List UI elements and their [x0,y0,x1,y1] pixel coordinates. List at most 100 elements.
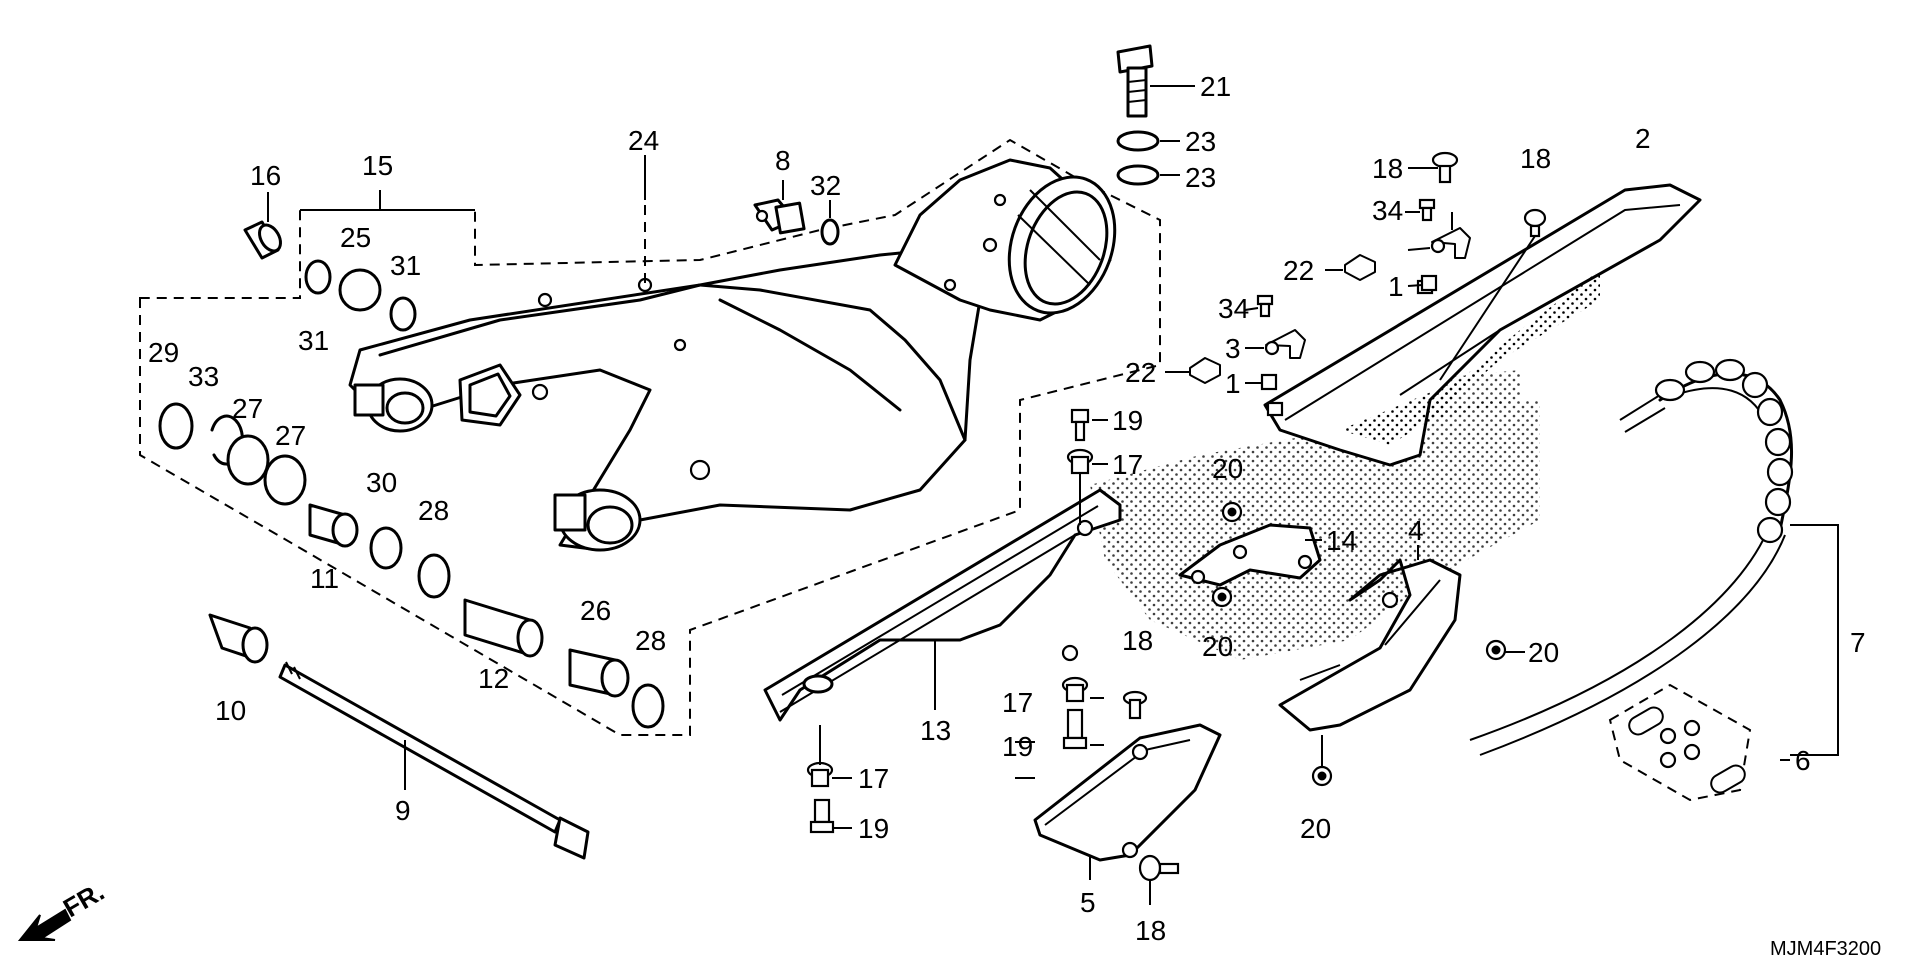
collar-12[interactable] [463,598,544,658]
callout-31b[interactable]: 31 [298,325,329,356]
seal-29[interactable] [158,402,194,450]
nut-22a[interactable] [1344,254,1376,281]
bolt-34b[interactable] [1256,294,1274,318]
callout-34b[interactable]: 34 [1218,293,1249,324]
seal-30[interactable] [369,526,403,570]
callout-9[interactable]: 9 [395,795,411,826]
bearing-27b[interactable] [263,454,307,506]
bolt-20d[interactable] [1311,765,1333,787]
callout-22a[interactable]: 22 [1283,255,1314,286]
chain-slider-13[interactable] [763,488,1122,722]
collar-16[interactable] [243,220,285,260]
callout-30[interactable]: 30 [366,467,397,498]
callout-8[interactable]: 8 [775,145,791,176]
bolt-19a[interactable] [1070,408,1090,442]
callout-21[interactable]: 21 [1200,71,1231,102]
callout-22b[interactable]: 22 [1125,357,1156,388]
callout-34a[interactable]: 34 [1372,195,1403,226]
nut-22b[interactable] [1189,357,1221,384]
callout-28a[interactable]: 28 [418,495,449,526]
callout-27a[interactable]: 27 [232,393,263,424]
callout-18a[interactable]: 18 [1372,153,1403,184]
clip-3b[interactable] [1264,329,1306,359]
bolt-19b[interactable] [1062,708,1088,750]
sprocket-cover-5[interactable] [1033,723,1222,862]
seal-31b[interactable] [389,296,417,332]
callout-17c[interactable]: 17 [858,763,889,794]
callout-16[interactable]: 16 [250,160,281,191]
pivot-shaft-9[interactable] [278,661,590,860]
callout-6[interactable]: 6 [1795,745,1811,776]
callout-31a[interactable]: 31 [390,250,421,281]
bolt-21[interactable] [1116,44,1154,118]
callout-10[interactable]: 10 [215,695,246,726]
bolt-18d[interactable] [1138,854,1180,882]
callout-20d[interactable]: 20 [1300,813,1331,844]
bracket-14[interactable] [1178,523,1322,587]
drive-chain-7[interactable] [1469,358,1794,756]
callout-13[interactable]: 13 [920,715,951,746]
rear-fender-2[interactable] [1263,183,1702,467]
collar-11[interactable] [308,503,359,548]
callout-17b[interactable]: 17 [1002,687,1033,718]
bolt-20a[interactable] [1221,501,1243,523]
bolt-18b[interactable] [1523,208,1547,238]
bolt-34a[interactable] [1418,198,1436,222]
callout-1b[interactable]: 1 [1225,368,1241,399]
washer-23a[interactable] [1116,130,1160,152]
bolt-18a[interactable] [1431,151,1459,184]
callout-1a[interactable]: 1 [1388,271,1404,302]
callout-2[interactable]: 2 [1635,123,1651,154]
callout-18d[interactable]: 18 [1135,915,1166,946]
seal-31a[interactable] [304,259,332,295]
callout-19b[interactable]: 19 [1002,731,1033,762]
o-ring-32[interactable] [820,218,840,246]
callout-3b[interactable]: 3 [1225,333,1241,364]
callout-20b[interactable]: 20 [1202,631,1233,662]
callout-17a[interactable]: 17 [1112,449,1143,480]
callout-15[interactable]: 15 [362,150,393,181]
bearing-26[interactable] [568,648,630,698]
callout-4[interactable]: 4 [1408,515,1424,546]
callout-25[interactable]: 25 [340,222,371,253]
callout-32[interactable]: 32 [810,170,841,201]
callout-28b[interactable]: 28 [635,625,666,656]
bolt-8[interactable] [753,198,806,235]
callout-12[interactable]: 12 [478,663,509,694]
callout-27b[interactable]: 27 [275,420,306,451]
callout-20c[interactable]: 20 [1528,637,1559,668]
chain-guard-4[interactable] [1278,558,1462,732]
callout-11[interactable]: 11 [310,563,339,594]
bolt-20c[interactable] [1485,639,1507,661]
collar-17a[interactable] [1066,448,1094,475]
clip-3a[interactable] [1430,227,1471,259]
callout-20a[interactable]: 20 [1212,453,1243,484]
callout-24[interactable]: 24 [628,125,659,156]
collar-17b[interactable] [1061,676,1089,703]
seal-28b[interactable] [631,683,665,729]
collar-17c[interactable] [806,761,834,788]
callout-5[interactable]: 5 [1080,887,1096,918]
callout-18b[interactable]: 18 [1520,143,1551,174]
callout-14[interactable]: 14 [1326,525,1357,556]
master-link-6[interactable] [1608,683,1752,802]
callout-23b[interactable]: 23 [1185,162,1216,193]
callout-33[interactable]: 33 [188,361,219,392]
callout-29[interactable]: 29 [148,337,179,368]
bearing-25[interactable] [338,268,382,312]
bolt-20b[interactable] [1211,586,1233,608]
collar-1b[interactable] [1260,373,1278,391]
bolt-18c[interactable] [1122,690,1148,720]
callout-26[interactable]: 26 [580,595,611,626]
seal-28a[interactable] [417,553,451,599]
collar-1a[interactable] [1420,274,1438,292]
callout-18c[interactable]: 18 [1122,625,1153,656]
bearing-27a[interactable] [226,434,270,486]
washer-23b[interactable] [1116,164,1160,186]
callout-23a[interactable]: 23 [1185,126,1216,157]
callout-7[interactable]: 7 [1850,627,1866,658]
bolt-19c[interactable] [809,798,835,834]
callout-19a[interactable]: 19 [1112,405,1143,436]
callout-19c[interactable]: 19 [858,813,889,844]
collar-10[interactable] [208,613,269,664]
